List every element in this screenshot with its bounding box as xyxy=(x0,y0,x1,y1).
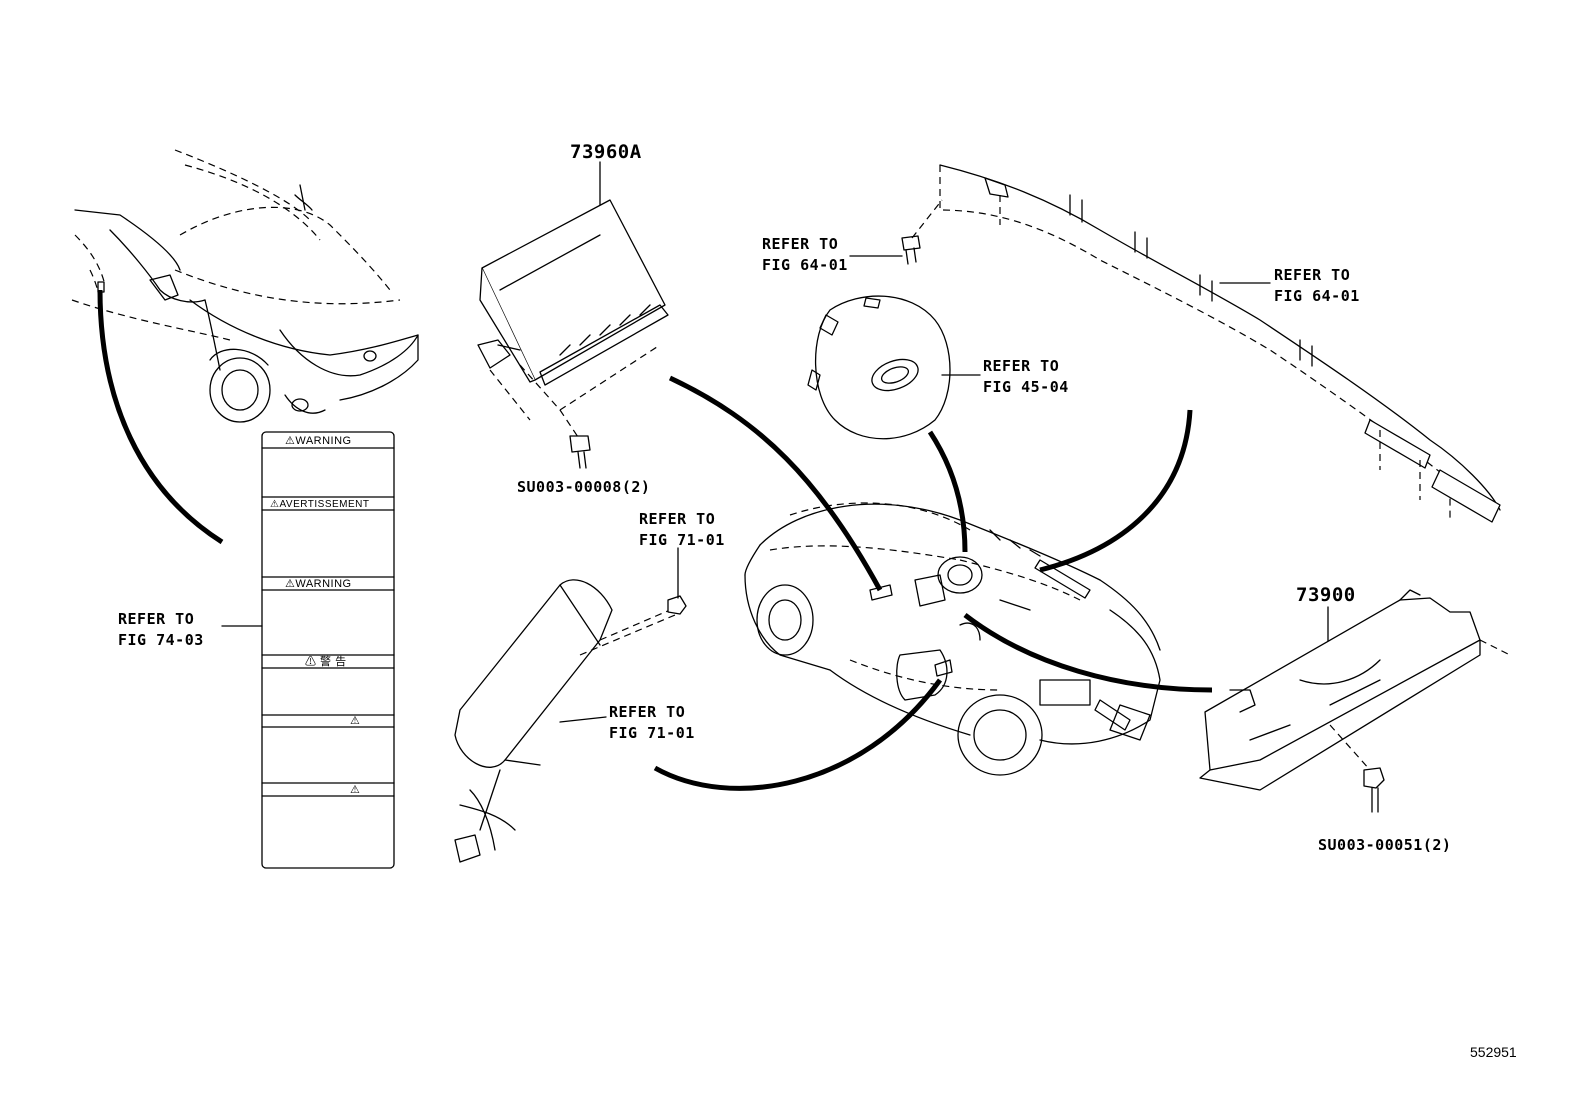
warning-label-section-4: ⚠ 警 告 xyxy=(305,654,347,668)
part-number-73900[interactable]: 73900 xyxy=(1296,584,1356,606)
curtain-shield-airbag xyxy=(939,164,1501,523)
refer-fig-64-01-right-line2[interactable]: FIG 64-01 xyxy=(1274,287,1360,305)
refer-fig-74-03-line1[interactable]: REFER TO xyxy=(118,610,194,628)
callout-arc-warning-label xyxy=(97,289,224,545)
nut-part-number-su003-00051[interactable]: SU003-00051(2) xyxy=(1318,836,1451,854)
callout-arc-sensor xyxy=(668,375,883,592)
front-seat-side-airbag xyxy=(454,579,676,863)
curtain-airbag-bolt-icon xyxy=(901,199,943,265)
illustration-number: 552951 xyxy=(1470,1044,1517,1060)
refer-fig-71-01-bottom-line2[interactable]: FIG 71-01 xyxy=(609,724,695,742)
warning-label-section-2: ⚠AVERTISSEMENT xyxy=(270,499,370,510)
refer-fig-45-04-line2[interactable]: FIG 45-04 xyxy=(983,378,1069,396)
warning-label-sheet: ⚠WARNING ⚠AVERTISSEMENT ⚠WARNING ⚠ 警 告 ⚠… xyxy=(261,431,395,869)
refer-fig-64-01-right-line1[interactable]: REFER TO xyxy=(1274,266,1350,284)
refer-fig-64-01-left-line2[interactable]: FIG 64-01 xyxy=(762,256,848,274)
refer-fig-71-01-bottom-line1[interactable]: REFER TO xyxy=(609,703,685,721)
refer-fig-71-01-top-line2[interactable]: FIG 71-01 xyxy=(639,531,725,549)
bolt-su003-00008-icon xyxy=(559,409,591,469)
knee-airbag-nut-icon xyxy=(1363,767,1385,813)
refer-fig-64-01-left-line1[interactable]: REFER TO xyxy=(762,235,838,253)
side-airbag-nut-icon xyxy=(667,595,687,615)
warning-label-section-6: ⚠ xyxy=(350,784,360,796)
refer-fig-71-01-top-line1[interactable]: REFER TO xyxy=(639,510,715,528)
warning-label-section-3: ⚠WARNING xyxy=(285,578,352,590)
bolt-part-number-su003-00008[interactable]: SU003-00008(2) xyxy=(517,478,650,496)
airbag-sensor-assembly-73960A xyxy=(477,199,669,421)
refer-fig-74-03-line2[interactable]: FIG 74-03 xyxy=(118,631,204,649)
warning-label-section-1: ⚠WARNING xyxy=(285,435,352,447)
callout-arc-side-airbag xyxy=(653,678,943,791)
refer-fig-45-04-line1[interactable]: REFER TO xyxy=(983,357,1059,375)
callout-arc-curtain-airbag xyxy=(1039,409,1193,573)
callout-arc-steering-pad xyxy=(927,430,968,553)
steering-wheel-pad-airbag xyxy=(807,295,951,440)
knee-airbag-assembly-73900 xyxy=(1199,589,1511,791)
front-car-illustration xyxy=(71,149,419,423)
center-car-illustration xyxy=(744,502,1161,776)
callout-arc-dash-to-knee xyxy=(963,613,1213,693)
part-number-73960A[interactable]: 73960A xyxy=(570,141,642,163)
warning-label-section-5: ⚠ xyxy=(350,715,360,727)
